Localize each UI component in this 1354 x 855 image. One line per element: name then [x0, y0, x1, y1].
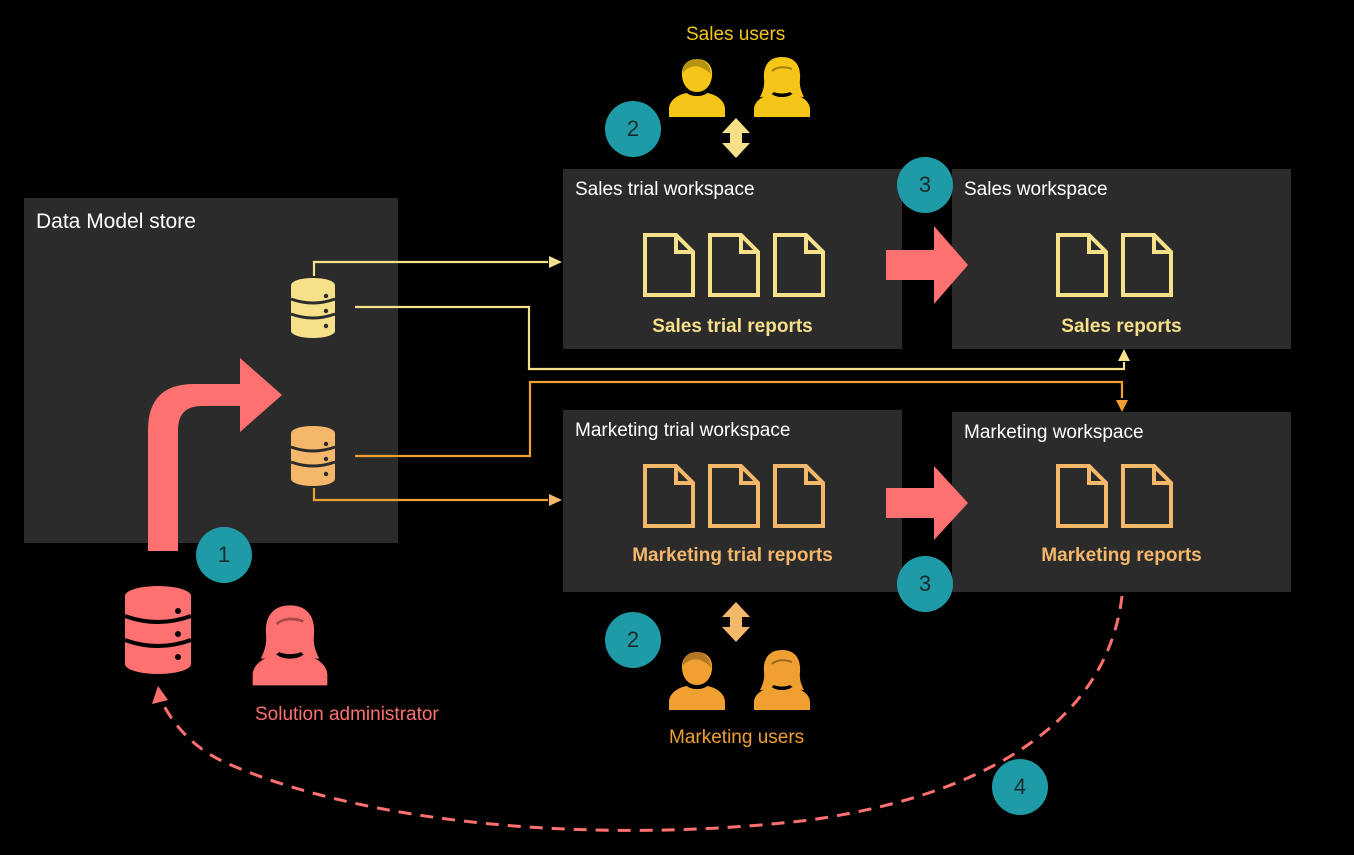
sales-reports-label: Sales reports [1061, 316, 1182, 337]
admin-user-icon [251, 603, 329, 687]
sales-promote-arrow [886, 226, 968, 304]
sales-trial-reports-label: Sales trial reports [652, 316, 813, 337]
marketing-trial-reports-label: Marketing trial reports [632, 545, 833, 566]
sales-report-icons [1056, 233, 1173, 297]
marketing-database-icon [289, 425, 337, 487]
marketing-user-man-icon [669, 652, 725, 710]
feedback-dashed-arrow [160, 595, 1124, 832]
solution-administrator-label: Solution administrator [255, 704, 439, 725]
sales-data-connectors [312, 260, 1126, 371]
marketing-promote-arrow [886, 466, 968, 540]
step-2-marketing-badge: 2 [605, 612, 661, 668]
data-model-store-panel: Data Model store [24, 198, 398, 543]
sales-trial-workspace-panel: Sales trial workspace Sales trial report… [563, 169, 902, 349]
source-database-icon [123, 585, 193, 675]
sales-user-woman-icon [753, 56, 811, 117]
data-model-store-title: Data Model store [36, 210, 196, 233]
step-3-marketing-badge: 3 [897, 556, 953, 612]
marketing-trial-workspace-title: Marketing trial workspace [575, 420, 791, 441]
marketing-data-connectors [312, 380, 1124, 502]
sales-database-icon [289, 277, 337, 339]
sales-trial-report-icons [643, 233, 825, 297]
sales-workspace-title: Sales workspace [964, 179, 1108, 200]
marketing-trial-workspace-panel: Marketing trial workspace Marketing tria… [563, 410, 902, 592]
marketing-workspace-title: Marketing workspace [964, 422, 1144, 443]
sales-users-double-arrow [722, 118, 750, 158]
marketing-reports-label: Marketing reports [1041, 545, 1202, 566]
marketing-user-woman-icon [753, 649, 811, 710]
step-3-sales-badge: 3 [897, 157, 953, 213]
marketing-report-icons [1056, 464, 1173, 528]
marketing-users-double-arrow [722, 602, 750, 642]
sales-user-man-icon [669, 59, 725, 117]
marketing-users-label: Marketing users [669, 727, 805, 748]
marketing-trial-report-icons [643, 464, 825, 528]
upload-curved-arrow [148, 358, 282, 551]
step-2-sales-badge: 2 [605, 101, 661, 157]
step-4-badge: 4 [992, 759, 1048, 815]
sales-users-label: Sales users [686, 24, 786, 45]
step-1-badge: 1 [196, 527, 252, 583]
sales-trial-workspace-title: Sales trial workspace [575, 179, 755, 200]
